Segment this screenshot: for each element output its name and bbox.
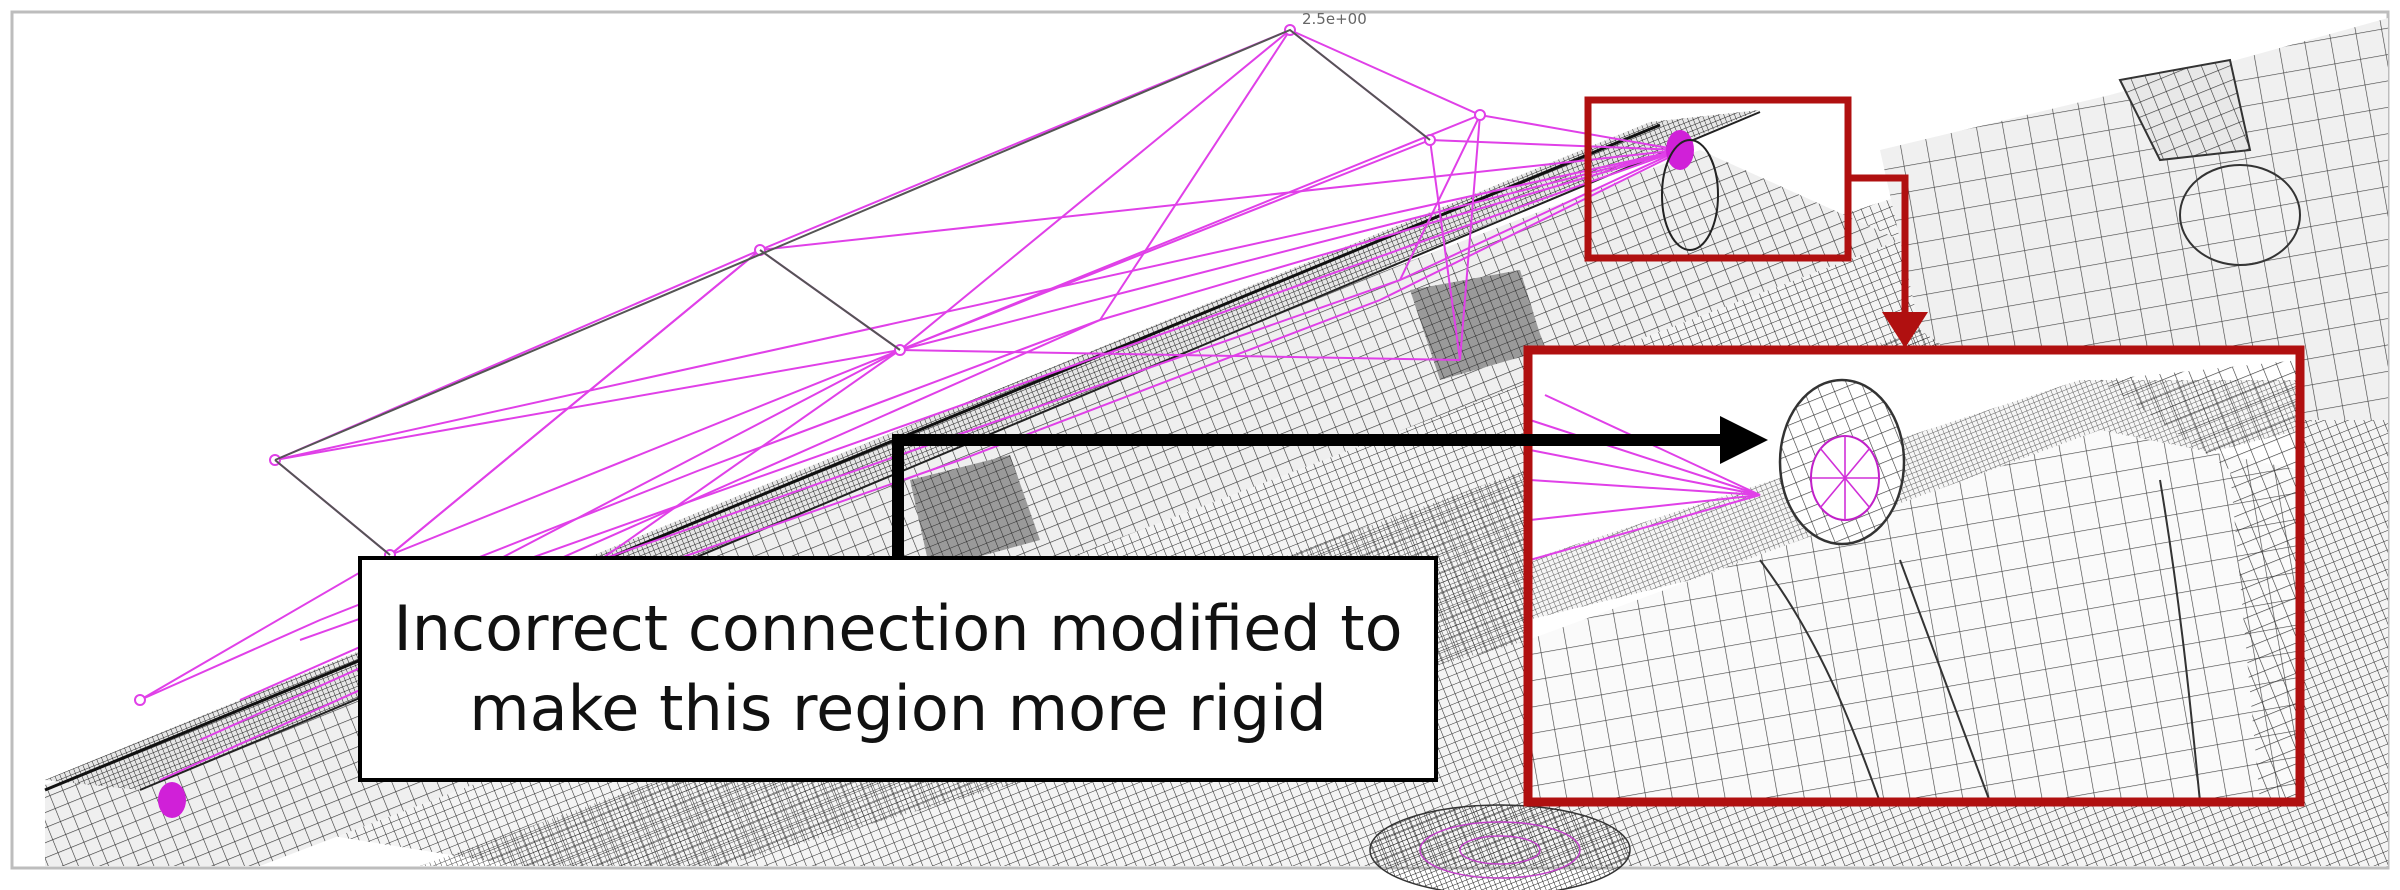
zoomed-inset bbox=[1523, 345, 2305, 807]
inset-connector-line bbox=[1848, 174, 1909, 318]
annotation-text: Incorrect connection modified to make th… bbox=[393, 592, 1403, 745]
highlight-box-inset bbox=[1523, 345, 2305, 807]
model-label: 2.5e+00 bbox=[1302, 10, 1367, 28]
callout-arrowhead bbox=[1720, 416, 1768, 464]
annotation-box: Incorrect connection modified to make th… bbox=[358, 556, 1438, 782]
connection-node-top bbox=[1666, 130, 1694, 170]
inset-connector-arrowhead bbox=[1882, 312, 1928, 348]
connection-node-left bbox=[158, 782, 186, 818]
callout-arrow-line bbox=[892, 434, 1730, 560]
wireframe-outline bbox=[274, 28, 1431, 556]
